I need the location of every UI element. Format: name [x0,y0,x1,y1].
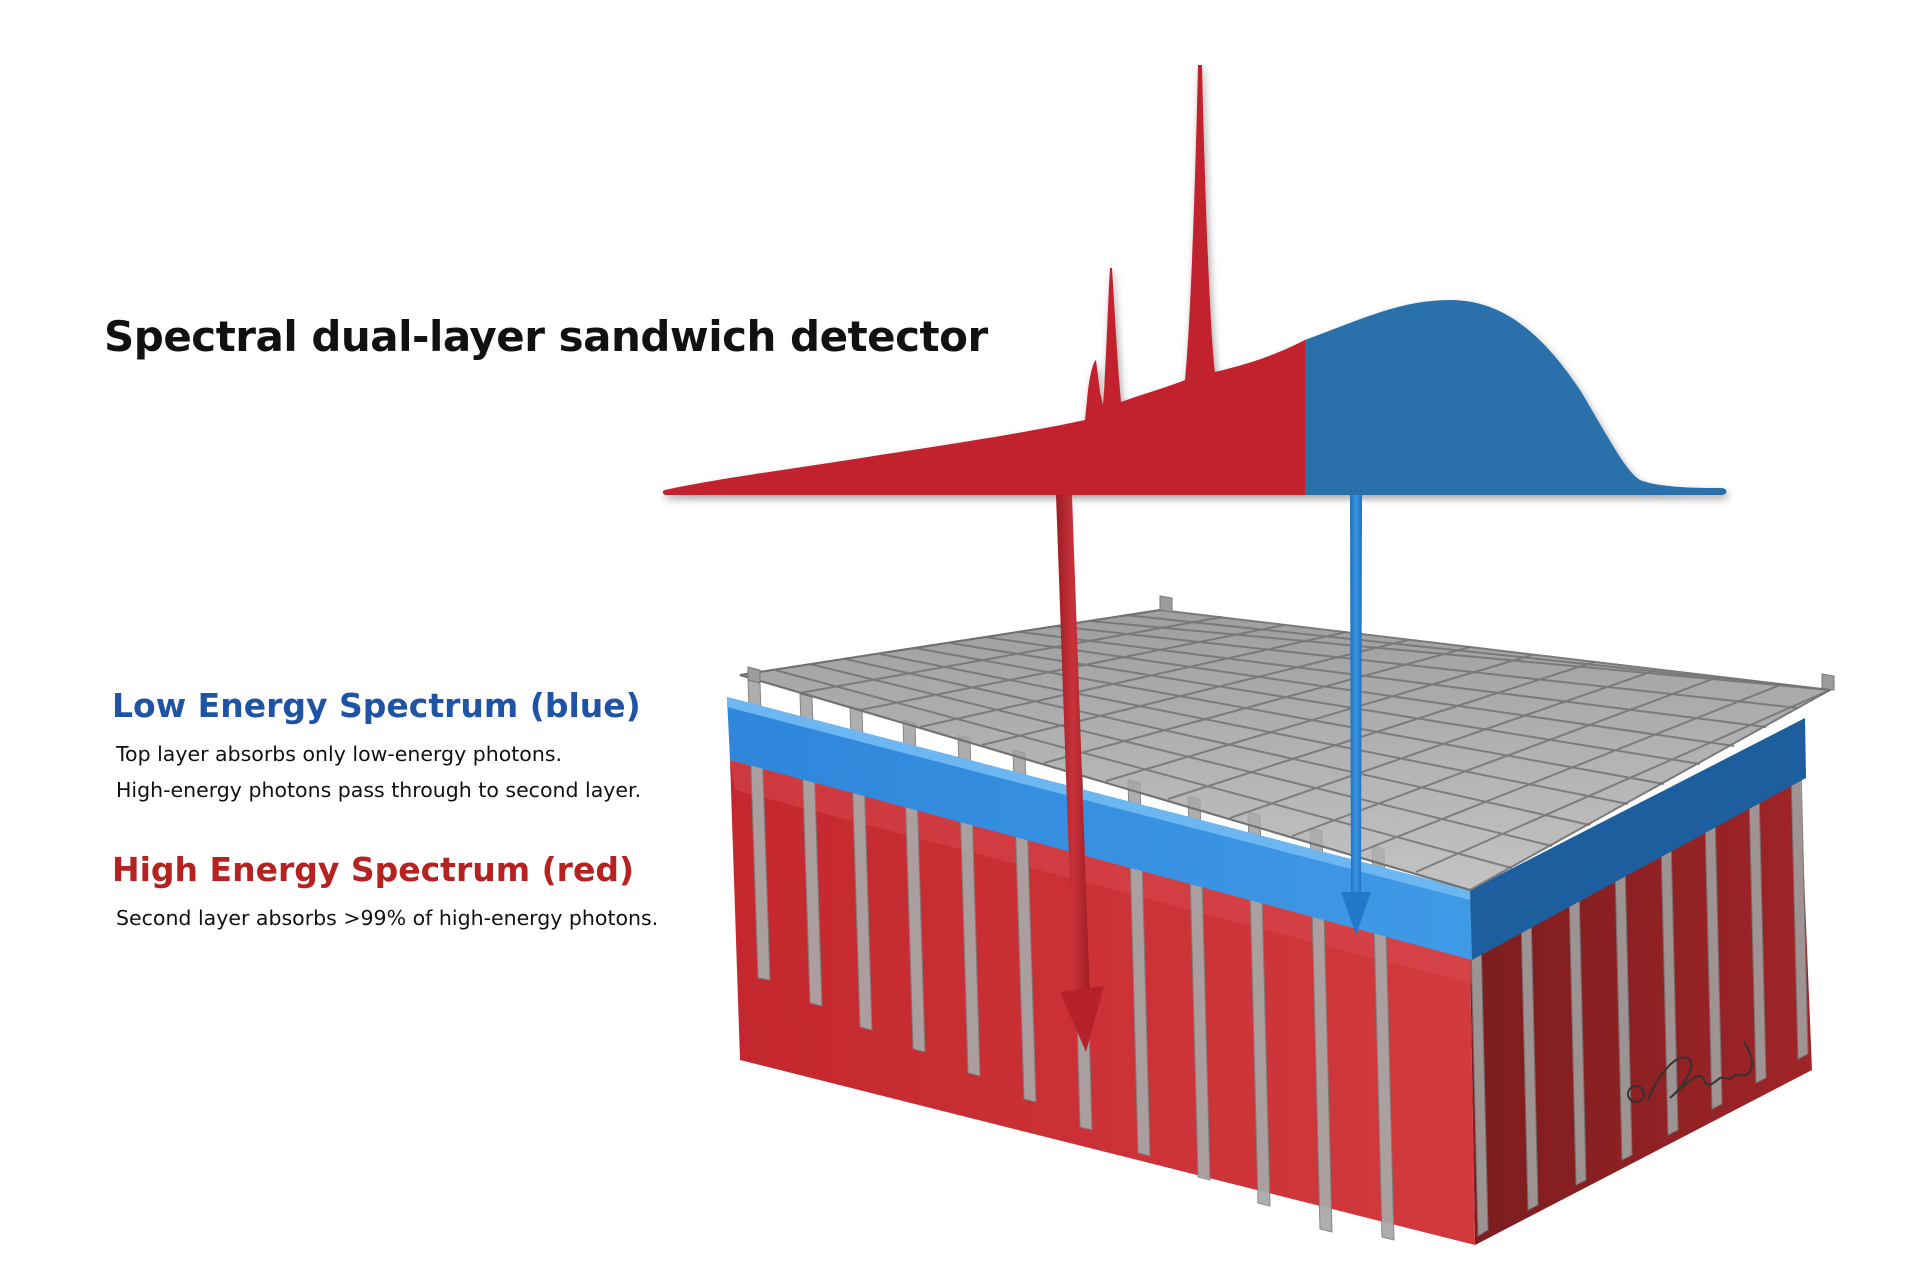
low-energy-description-line-1: Top layer absorbs only low-energy photon… [116,742,563,766]
high-energy-spectrum-red [662,65,1305,495]
artist-signature [1627,1041,1753,1103]
high-energy-heading: High Energy Spectrum (red) [112,850,635,889]
high-energy-photon-arrow [1056,495,1104,1052]
low-energy-description-line-2: High-energy photons pass through to seco… [116,778,642,802]
low-energy-layer-side-face [1470,718,1806,960]
low-energy-layer-front-face [727,697,1472,960]
diagram-title: Spectral dual-layer sandwich detector [104,312,988,361]
low-energy-heading: Low Energy Spectrum (blue) [112,686,641,725]
high-energy-description-line-1: Second layer absorbs >99% of high-energy… [116,906,659,930]
collimator-grid [739,595,1835,892]
low-energy-photon-arrow [1341,495,1371,935]
high-energy-layer-side-face [1470,778,1812,1245]
x-ray-spectrum [662,65,1727,495]
low-energy-spectrum-blue [1305,300,1727,495]
low-energy-layer [727,697,1806,960]
